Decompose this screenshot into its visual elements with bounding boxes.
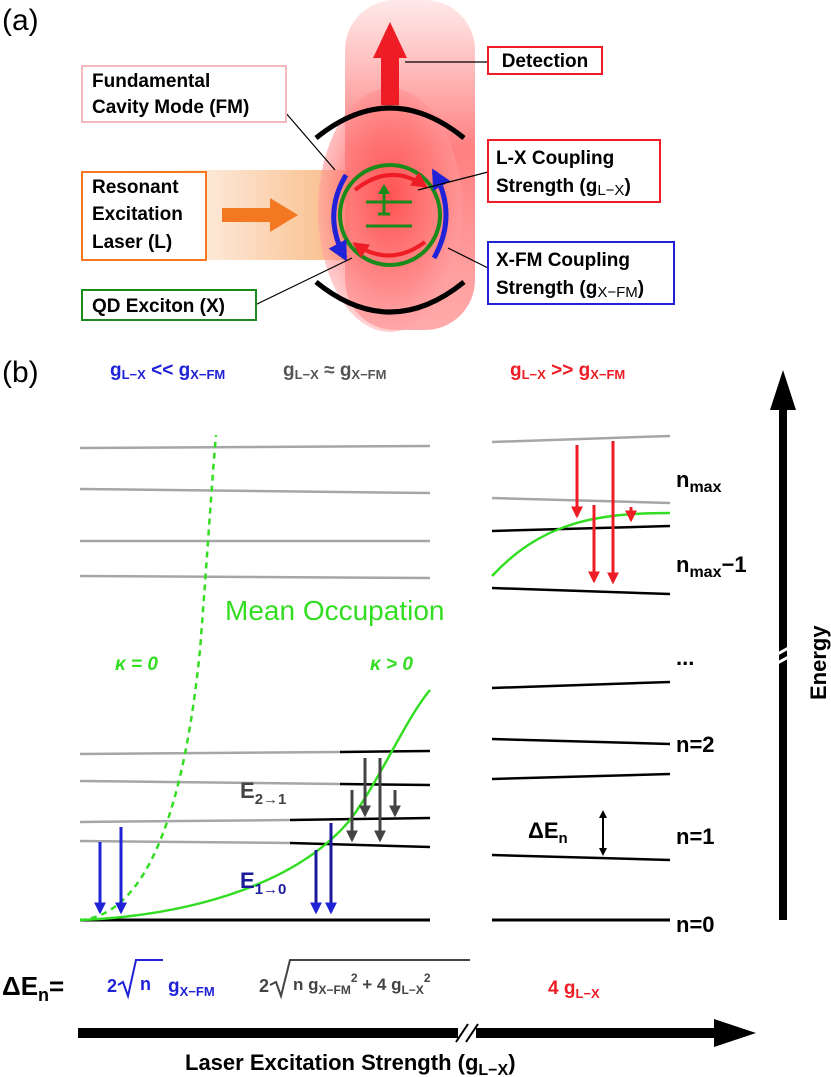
energy-axis-break-1 [773, 644, 793, 658]
laser-label-3: Laser (L) [92, 232, 172, 253]
level-left-n2-lower-black [339, 782, 431, 787]
xfm-coupling-arrow-left [328, 173, 349, 262]
laser-label-2: Excitation [92, 204, 183, 225]
regime-weak: gL−X << gX−FM [110, 360, 225, 382]
level-left-n1-lower-gray [79, 839, 291, 845]
level-left-n2-lower-gray [79, 779, 341, 786]
level-left-n1-upper-black [289, 816, 431, 822]
formula-strong: 4 gL−X [548, 978, 600, 1001]
leader-xfm [447, 247, 489, 269]
mean-occupation-label: Mean Occupation [225, 595, 444, 626]
laser-box [81, 171, 207, 261]
leader-lx [417, 171, 489, 191]
lx-label-2: Strength (gL−X) [496, 176, 631, 199]
level-right-n2-lower [491, 737, 671, 746]
cavity-mode-ellipse [318, 88, 462, 332]
level-label-nmax: nmax [676, 467, 722, 496]
regime-strong: gL−X >> gX−FM [510, 360, 625, 382]
level-label-nmax-minus-1: nmax−1 [676, 552, 747, 581]
delta-en-label: ΔEn [528, 818, 568, 847]
level-left-n1-lower-black [289, 841, 431, 849]
detection-arrow-shaft [381, 55, 399, 105]
curve-kappa-zero [79, 434, 218, 922]
energy-axis-label: Energy [806, 625, 831, 700]
kappa-zero-label: κ = 0 [115, 654, 158, 675]
lx-label-1: L-X Coupling [496, 148, 614, 169]
energy-axis-break-2 [773, 653, 793, 667]
level-label-n2: n=2 [676, 732, 715, 757]
formula-weak-n: n [140, 974, 151, 994]
level-right-nmax1-lower [491, 586, 671, 596]
level-left-n1-upper-gray [79, 818, 291, 824]
e10-label: E1→0 [240, 868, 286, 898]
qd-label: QD Exciton (X) [92, 296, 225, 317]
energy-axis-shaft [779, 408, 787, 920]
level-left-upper-4 [79, 574, 431, 580]
formula-lhs: ΔEn= [2, 971, 64, 1005]
leader-fm [284, 111, 336, 171]
level-right-nmax-gray [491, 496, 671, 505]
lx-coupling-arrow-bottom [352, 240, 427, 258]
xfm-label-2: Strength (gX−FM) [496, 278, 644, 301]
curve-strong-regime [491, 511, 671, 577]
x-axis-label: Laser Excitation Strength (gL−X) [185, 1050, 516, 1077]
regime-mid: gL−X ≈ gX−FM [283, 360, 386, 382]
level-right-n2-upper [491, 680, 671, 690]
detection-label: Detection [502, 51, 589, 72]
xfm-coupling-arrow-right [431, 168, 451, 260]
detection-arrow-head [373, 22, 407, 58]
x-axis-head [714, 1019, 756, 1047]
fm-box [81, 65, 287, 123]
formula-weak-g: gX−FM [168, 976, 215, 999]
xfm-label-1: X-FM Coupling [496, 250, 630, 271]
bottom-mirror [314, 280, 466, 315]
kappa-positive-label: κ > 0 [370, 654, 413, 675]
qd-box [81, 289, 257, 321]
exciton-arrow-head [378, 184, 390, 194]
energy-axis-head [770, 370, 796, 410]
e21-label: E2→1 [240, 778, 286, 808]
x-axis-break-2 [465, 1023, 479, 1043]
lx-coupling-arrow-top [353, 172, 428, 192]
laser-label-1: Resonant [92, 177, 179, 198]
level-left-upper-2 [79, 487, 431, 495]
qd-exciton-circle [338, 163, 442, 267]
level-left-upper-1 [79, 444, 431, 450]
level-left-n2-upper-gray [79, 750, 341, 756]
fm-label-2: Cavity Mode (FM) [92, 97, 249, 118]
fm-label-1: Fundamental [92, 71, 210, 92]
panel-label-a: (a) [2, 4, 39, 37]
detection-box [487, 46, 603, 75]
level-right-nmax1-upper [491, 524, 671, 533]
formula-mid-pre: 2 [259, 976, 269, 996]
level-label-n1: n=1 [676, 824, 715, 849]
level-left-n2-upper-black [339, 749, 431, 754]
level-label-dots: ... [676, 645, 694, 670]
top-mirror [314, 105, 466, 140]
level-right-top [491, 434, 671, 444]
laser-arrow-shaft [222, 208, 272, 222]
lx-box [487, 139, 661, 203]
formula-mid-sqrt [269, 959, 470, 1000]
formula-weak-pre: 2 [107, 976, 117, 996]
laser-arrow-head [270, 198, 298, 232]
formula-weak-sqrt [117, 959, 163, 1000]
x-axis-shaft-left [78, 1028, 458, 1038]
curve-kappa-positive [79, 689, 431, 922]
formula-mid-body: n gX−FM2 + 4 gL−X2 [293, 971, 431, 997]
level-label-n0: n=0 [676, 912, 715, 937]
level-right-n1-lower [491, 853, 671, 862]
leader-qd [254, 257, 353, 306]
panel-label-b: (b) [2, 356, 39, 389]
x-axis-shaft-right [476, 1028, 716, 1038]
xfm-box [487, 241, 675, 305]
level-right-n1-upper [491, 772, 671, 781]
x-axis-break-1 [455, 1023, 469, 1043]
